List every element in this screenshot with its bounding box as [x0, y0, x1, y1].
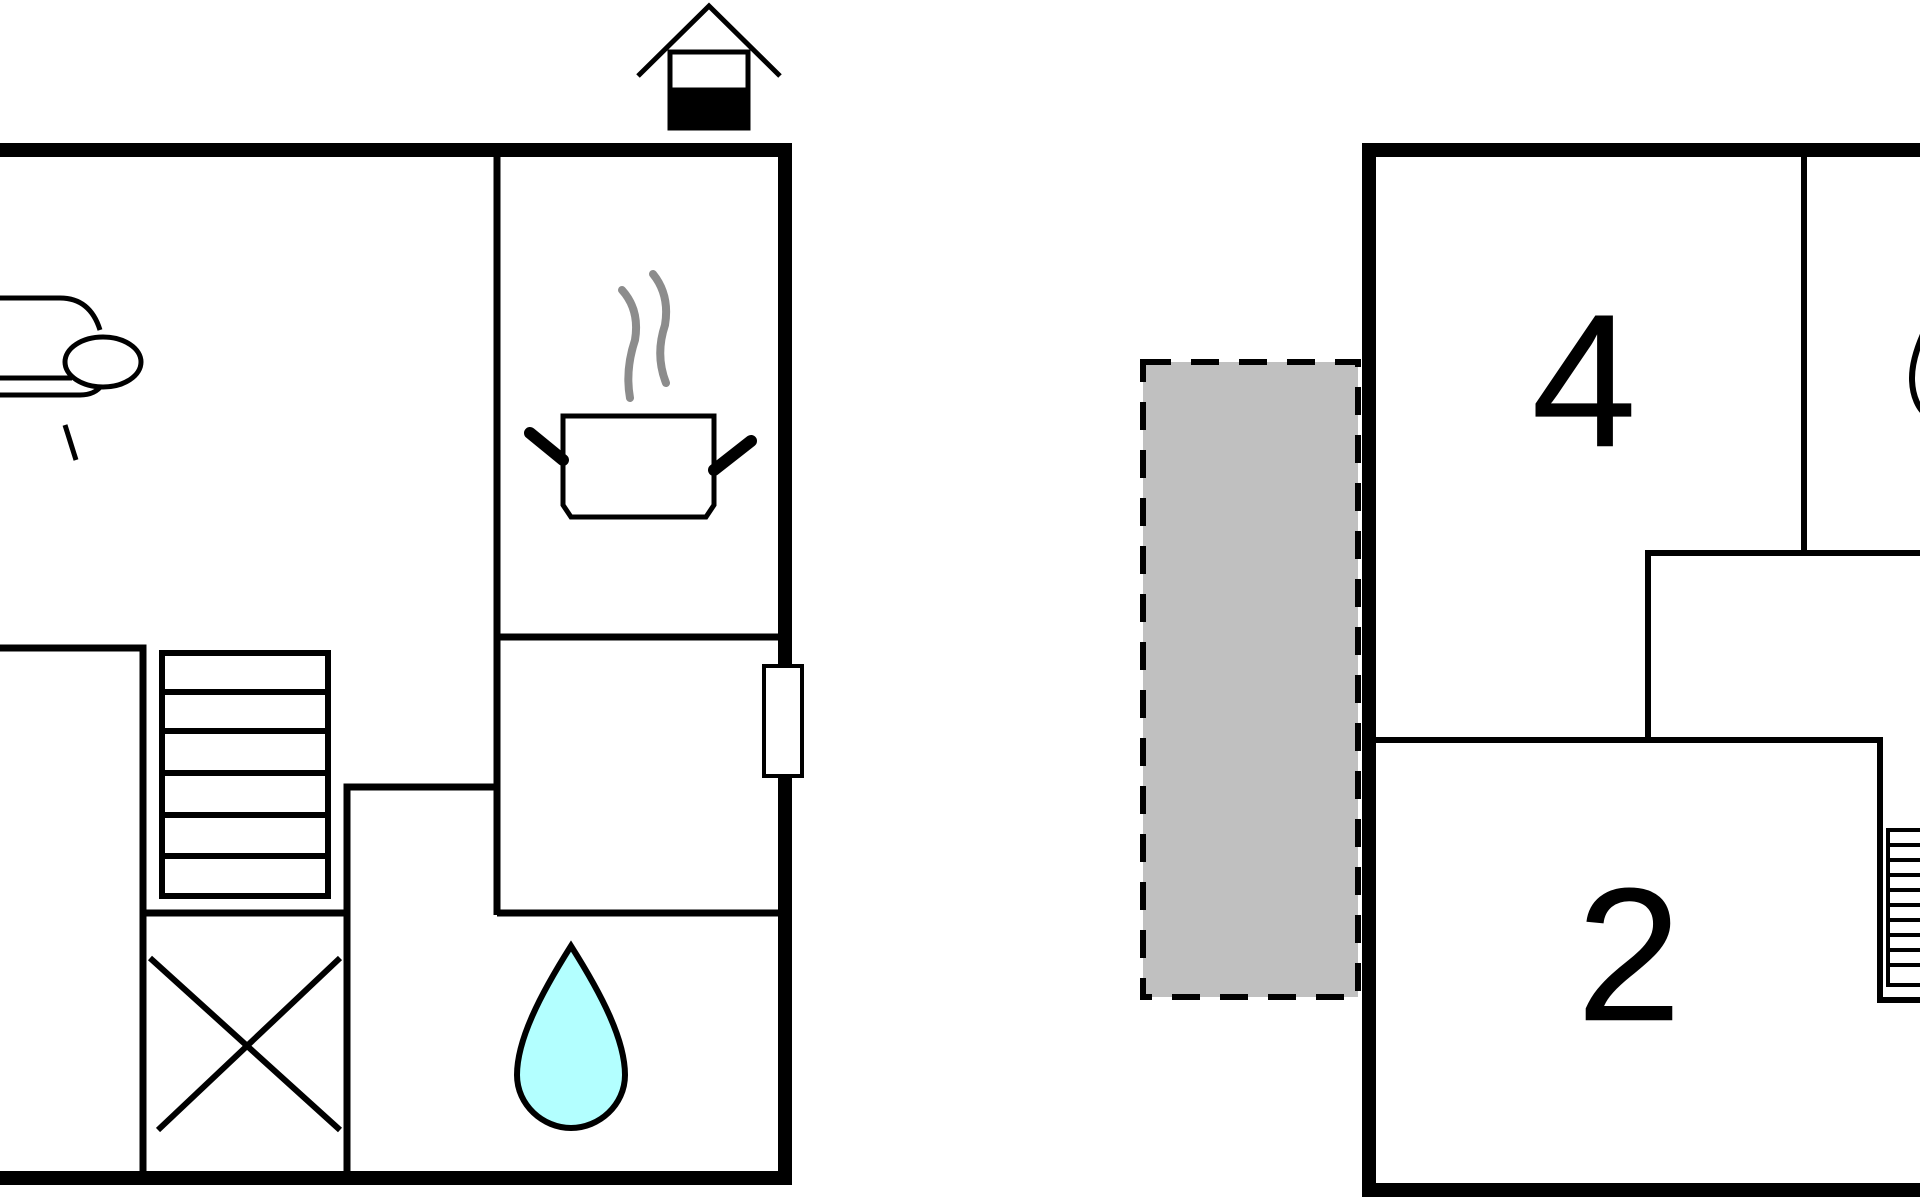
upper-floor-inner-walls: [1369, 150, 1920, 1003]
ground-floor: [0, 2, 804, 1185]
armchair-icon: [0, 295, 144, 461]
storage-cross-icon: [147, 955, 343, 1133]
ground-floor-inner-walls: [0, 150, 785, 1178]
terrace-area: [1140, 359, 1361, 1000]
cooking-pot-icon: [524, 413, 757, 520]
water-drop-icon: [513, 940, 629, 1132]
window-icon: [762, 664, 804, 778]
water-drop-icon: [1908, 333, 1920, 413]
upper-floor-outer-wall: [1362, 143, 1920, 1197]
upper-floor: [1140, 143, 1920, 1197]
room-label-bedroom-1: 4: [1531, 275, 1637, 487]
staircase-icon: [1886, 828, 1920, 987]
steam-icon: [618, 270, 671, 402]
staircase-icon: [159, 650, 331, 899]
well-house-icon: [636, 2, 782, 131]
room-label-bedroom-2: 2: [1576, 849, 1682, 1061]
